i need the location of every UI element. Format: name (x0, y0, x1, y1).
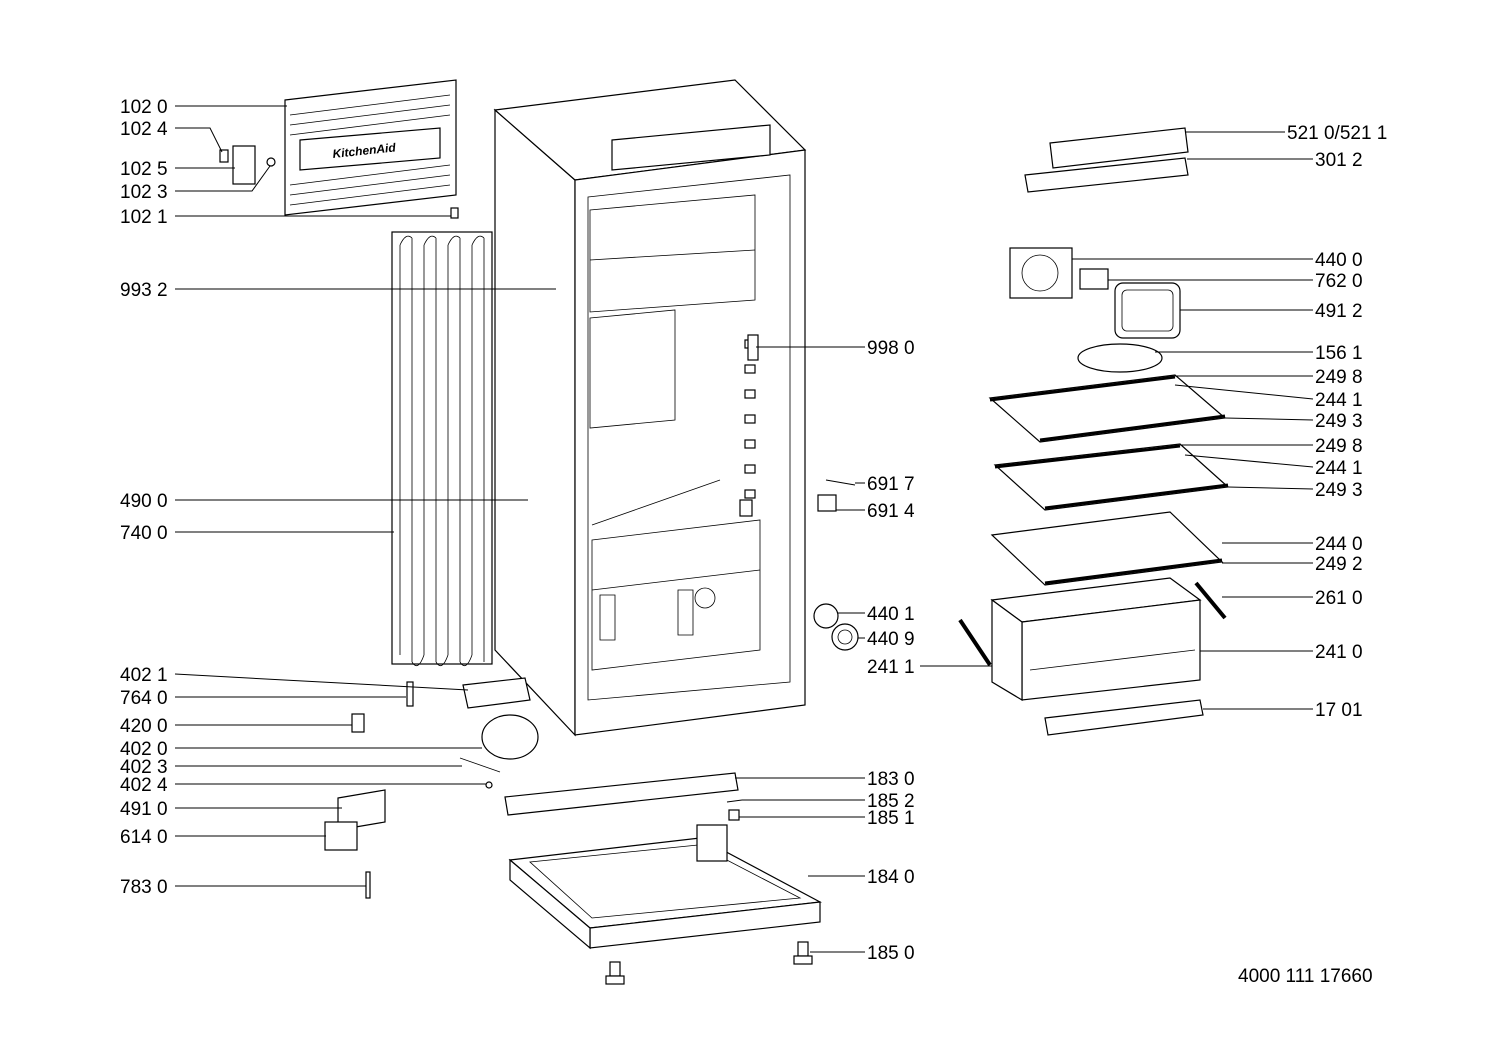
callout-7620: 762 0 (1315, 271, 1363, 292)
callout-2441-b: 244 1 (1315, 458, 1363, 479)
callout-4020: 402 0 (120, 739, 168, 760)
callout-6917: 691 7 (867, 474, 915, 495)
callout-2441-a: 244 1 (1315, 390, 1363, 411)
compressor (481, 714, 539, 760)
callout-2492: 249 2 (1315, 554, 1363, 575)
callout-7640: 764 0 (120, 688, 168, 709)
callouts-left: 102 0 102 4 102 5 102 3 102 1 993 2 490 … (120, 97, 168, 898)
clip-1021 (450, 207, 459, 219)
callout-2411: 241 1 (867, 657, 915, 678)
callout-1024: 102 4 (120, 119, 168, 140)
callout-6140: 614 0 (120, 827, 168, 848)
cabinet-control-housing (611, 124, 771, 171)
callout-9980: 998 0 (867, 338, 915, 359)
callout-1830: 183 0 (867, 769, 915, 790)
base-frame (508, 824, 822, 950)
callout-1851: 185 1 (867, 808, 915, 829)
spacer-rod (726, 799, 743, 803)
egg-tray (1077, 343, 1163, 373)
glass-shelf-lower (990, 511, 1224, 586)
washer (485, 781, 493, 789)
condenser-coil (391, 231, 493, 667)
callouts-right: 521 0/521 1 301 2 440 0 762 0 491 2 156 … (1287, 123, 1387, 721)
callout-1020: 102 0 (120, 97, 168, 118)
bushing (728, 809, 740, 821)
crisper-drawer (990, 577, 1202, 702)
fan-ring (813, 603, 839, 629)
filter-block (1079, 268, 1109, 290)
callout-1852: 185 2 (867, 791, 915, 812)
lamp-cover (817, 494, 837, 512)
frame-gasket (1114, 282, 1181, 339)
callout-1701: 17 01 (1315, 700, 1363, 721)
callout-6914: 691 4 (867, 501, 915, 522)
callouts-center: 998 0 691 7 691 4 440 1 440 9 241 1 183 … (867, 338, 915, 964)
callout-4910: 491 0 (120, 799, 168, 820)
starter-relay (324, 821, 358, 851)
callout-1850: 185 0 (867, 943, 915, 964)
lamp-wire (825, 479, 856, 486)
callout-4024: 402 4 (120, 775, 168, 796)
pin (365, 871, 371, 899)
callout-9932: 993 2 (120, 280, 168, 301)
parts-illustration: KitchenAid (219, 79, 1230, 985)
callout-4400: 440 0 (1315, 250, 1363, 271)
relay-cover (337, 789, 386, 831)
glass-shelf-middle (993, 443, 1230, 511)
callout-4200: 420 0 (120, 716, 168, 737)
control-board (1049, 127, 1189, 169)
callout-2610: 261 0 (1315, 588, 1363, 609)
filter-drier (406, 681, 414, 707)
fan-blade (1021, 254, 1059, 292)
callout-2493-b: 249 3 (1315, 480, 1363, 501)
callout-1561: 156 1 (1315, 343, 1363, 364)
callout-4401: 440 1 (867, 604, 915, 625)
drawer-rail-right (1194, 581, 1227, 620)
brand-logo: KitchenAid (332, 140, 397, 161)
fan-assembly (1009, 247, 1073, 299)
callout-3012: 301 2 (1315, 150, 1363, 171)
hinge-clip (219, 149, 229, 163)
fan-grille (831, 623, 859, 651)
callout-4023: 402 3 (120, 757, 168, 778)
compressor-pipe (459, 757, 501, 773)
callout-4021: 402 1 (120, 665, 168, 686)
callout-1021: 102 1 (120, 207, 168, 228)
callout-2493-a: 249 3 (1315, 411, 1363, 432)
callout-7400: 740 0 (120, 523, 168, 544)
callout-7830: 783 0 (120, 877, 168, 898)
document-number: 4000 111 17660 (1238, 966, 1373, 987)
callout-4900: 490 0 (120, 491, 168, 512)
base-rail (504, 772, 739, 816)
top-cover-panel: KitchenAid (284, 79, 457, 216)
drip-tray (462, 677, 531, 709)
callout-2410: 241 0 (1315, 642, 1363, 663)
capacitor (351, 713, 365, 733)
callout-1025: 102 5 (120, 159, 168, 180)
callout-4409: 440 9 (867, 629, 915, 650)
callout-2440: 244 0 (1315, 534, 1363, 555)
callout-2498-a: 249 8 (1315, 367, 1363, 388)
drawer-rail-left (958, 618, 992, 667)
cabinet-body (493, 79, 807, 737)
callout-5210-5211: 521 0/521 1 (1287, 123, 1387, 144)
control-housing (1024, 157, 1189, 193)
cover-plate (232, 145, 256, 185)
glass-shelf-upper (988, 374, 1227, 443)
callout-1023: 102 3 (120, 182, 168, 203)
screw (266, 157, 276, 167)
drawer-front-strip (1044, 699, 1204, 736)
callout-2498-b: 249 8 (1315, 436, 1363, 457)
adjustable-feet (605, 941, 813, 985)
leader-lines (174, 105, 1314, 953)
callout-4912: 491 2 (1315, 301, 1363, 322)
callout-1840: 184 0 (867, 867, 915, 888)
